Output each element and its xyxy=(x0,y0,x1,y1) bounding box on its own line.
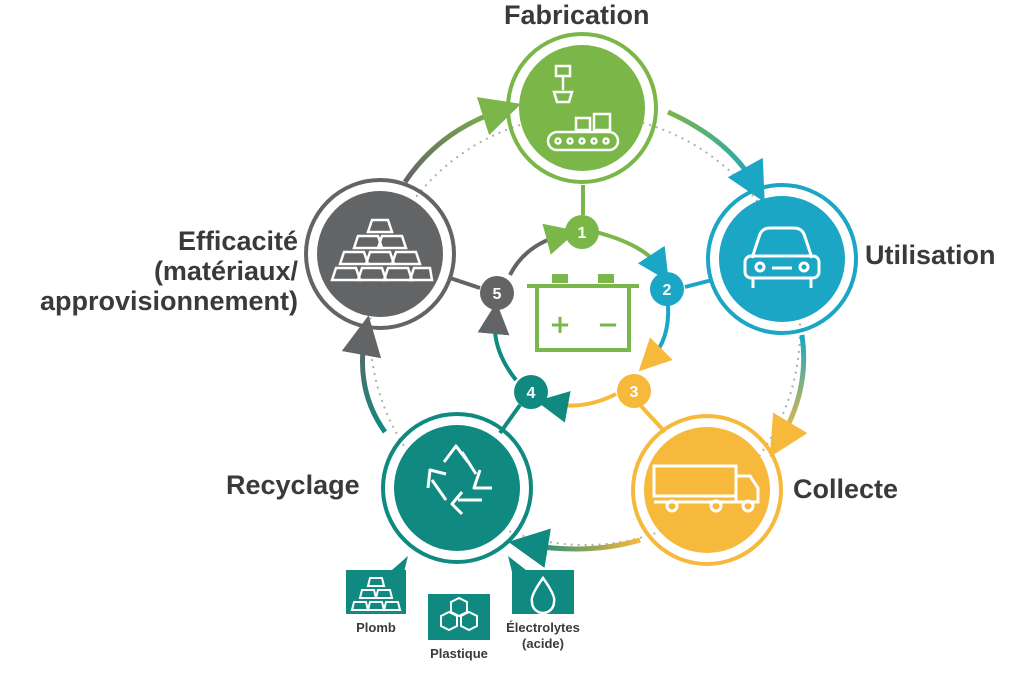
cubes-icon xyxy=(440,596,478,632)
stage-fabrication xyxy=(506,32,658,184)
label-collecte: Collecte xyxy=(793,474,899,504)
badge-1-number: 1 xyxy=(578,225,587,242)
label-electrolytes-line-1: Électrolytes xyxy=(506,620,580,635)
stage-efficacite xyxy=(304,178,456,330)
spoke-collecte xyxy=(638,403,667,434)
arrow-recyclage-to-efficacite xyxy=(341,315,388,434)
label-utilisation: Utilisation xyxy=(865,240,996,270)
factory-conveyor-icon xyxy=(546,64,620,152)
spoke-efficacite xyxy=(449,276,481,290)
truck-icon xyxy=(652,464,760,513)
label-efficacite: Efficacité (matériaux/ approvisionnement… xyxy=(0,226,298,317)
badge-3-number: 3 xyxy=(630,384,639,401)
label-fabrication: Fabrication xyxy=(504,0,650,30)
label-efficacite-line-1: Efficacité xyxy=(177,226,298,256)
arrow-utilisation-to-collecte xyxy=(769,334,808,458)
car-icon xyxy=(743,226,821,288)
arrow-fabrication-to-utilisation xyxy=(666,109,765,203)
material-electrolytes xyxy=(508,556,574,615)
badge-1: 1 xyxy=(565,215,599,249)
badge-3: 3 xyxy=(617,374,651,408)
inner-arrow-4-5 xyxy=(477,302,518,382)
inner-arrow-3-4 xyxy=(536,391,617,423)
spoke-utilisation xyxy=(684,278,713,289)
material-plastique xyxy=(428,594,490,640)
stage-recyclage xyxy=(381,412,533,564)
label-efficacite-line-2: (matériaux/ xyxy=(153,256,298,287)
badge-4-number: 4 xyxy=(527,385,536,402)
inner-arrow-5-1 xyxy=(508,223,578,276)
stage-utilisation xyxy=(706,183,858,335)
inner-arrow-2-3 xyxy=(638,304,673,372)
arrow-efficacite-to-fabrication xyxy=(402,97,522,184)
droplet-icon xyxy=(530,575,556,615)
label-plastique: Plastique xyxy=(430,646,488,661)
gold-bars-icon xyxy=(350,577,402,611)
label-recyclage: Recyclage xyxy=(226,470,360,500)
badge-5: 5 xyxy=(480,276,514,310)
arrow-collecte-to-recyclage xyxy=(508,528,641,568)
label-electrolytes-line-2: (acide) xyxy=(522,635,564,651)
recycle-icon xyxy=(426,444,492,516)
badge-4: 4 xyxy=(514,375,548,409)
inner-arrow-1-2 xyxy=(595,230,669,282)
gold-bars-icon xyxy=(330,218,434,282)
badge-2-number: 2 xyxy=(663,282,672,299)
label-efficacite-line-3: approvisionnement) xyxy=(39,286,298,317)
label-electrolytes: Électrolytes (acide) xyxy=(490,620,596,651)
stage-collecte xyxy=(631,414,783,566)
battery-plus: + xyxy=(549,310,571,340)
battery-minus: − xyxy=(597,310,619,340)
battery-icon: + − xyxy=(527,274,639,352)
badge-5-number: 5 xyxy=(493,286,502,303)
badge-2: 2 xyxy=(650,272,684,306)
material-plomb xyxy=(346,556,408,614)
label-plomb: Plomb xyxy=(356,620,396,635)
